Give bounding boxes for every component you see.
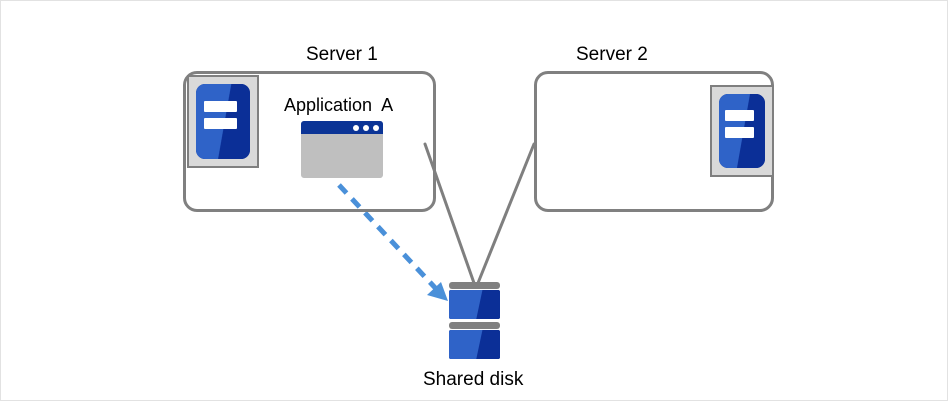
machine-bar-bottom bbox=[203, 117, 238, 129]
server-machine-icon bbox=[187, 75, 259, 168]
disk-bar-top bbox=[449, 282, 500, 289]
server1-label: Server 1 bbox=[306, 44, 378, 65]
machine-chip bbox=[196, 84, 250, 159]
machine-bar-top bbox=[725, 110, 754, 122]
server2-label: Server 2 bbox=[576, 44, 648, 65]
server1-box bbox=[183, 71, 436, 212]
window-dot-2 bbox=[363, 125, 369, 131]
disk-platter-sheen bbox=[449, 330, 500, 359]
server-machine-icon bbox=[710, 85, 774, 177]
application-window-titlebar bbox=[301, 121, 383, 134]
disk-platter-bottom bbox=[449, 330, 500, 359]
application-a-label: Application A bbox=[284, 95, 394, 115]
disk-platter-top bbox=[449, 290, 500, 319]
disk-platter-sheen bbox=[449, 290, 500, 319]
shared-disk-label: Shared disk bbox=[423, 369, 524, 390]
disk-stack-icon bbox=[449, 282, 500, 361]
window-dot-3 bbox=[373, 125, 379, 131]
machine-chip bbox=[719, 94, 765, 168]
application-window-icon bbox=[301, 121, 383, 178]
window-dot-1 bbox=[353, 125, 359, 131]
connector-server2-to-disk bbox=[476, 142, 536, 285]
machine-bar-bottom bbox=[725, 127, 754, 139]
machine-bar-top bbox=[203, 100, 238, 112]
disk-bar-middle bbox=[449, 322, 500, 329]
